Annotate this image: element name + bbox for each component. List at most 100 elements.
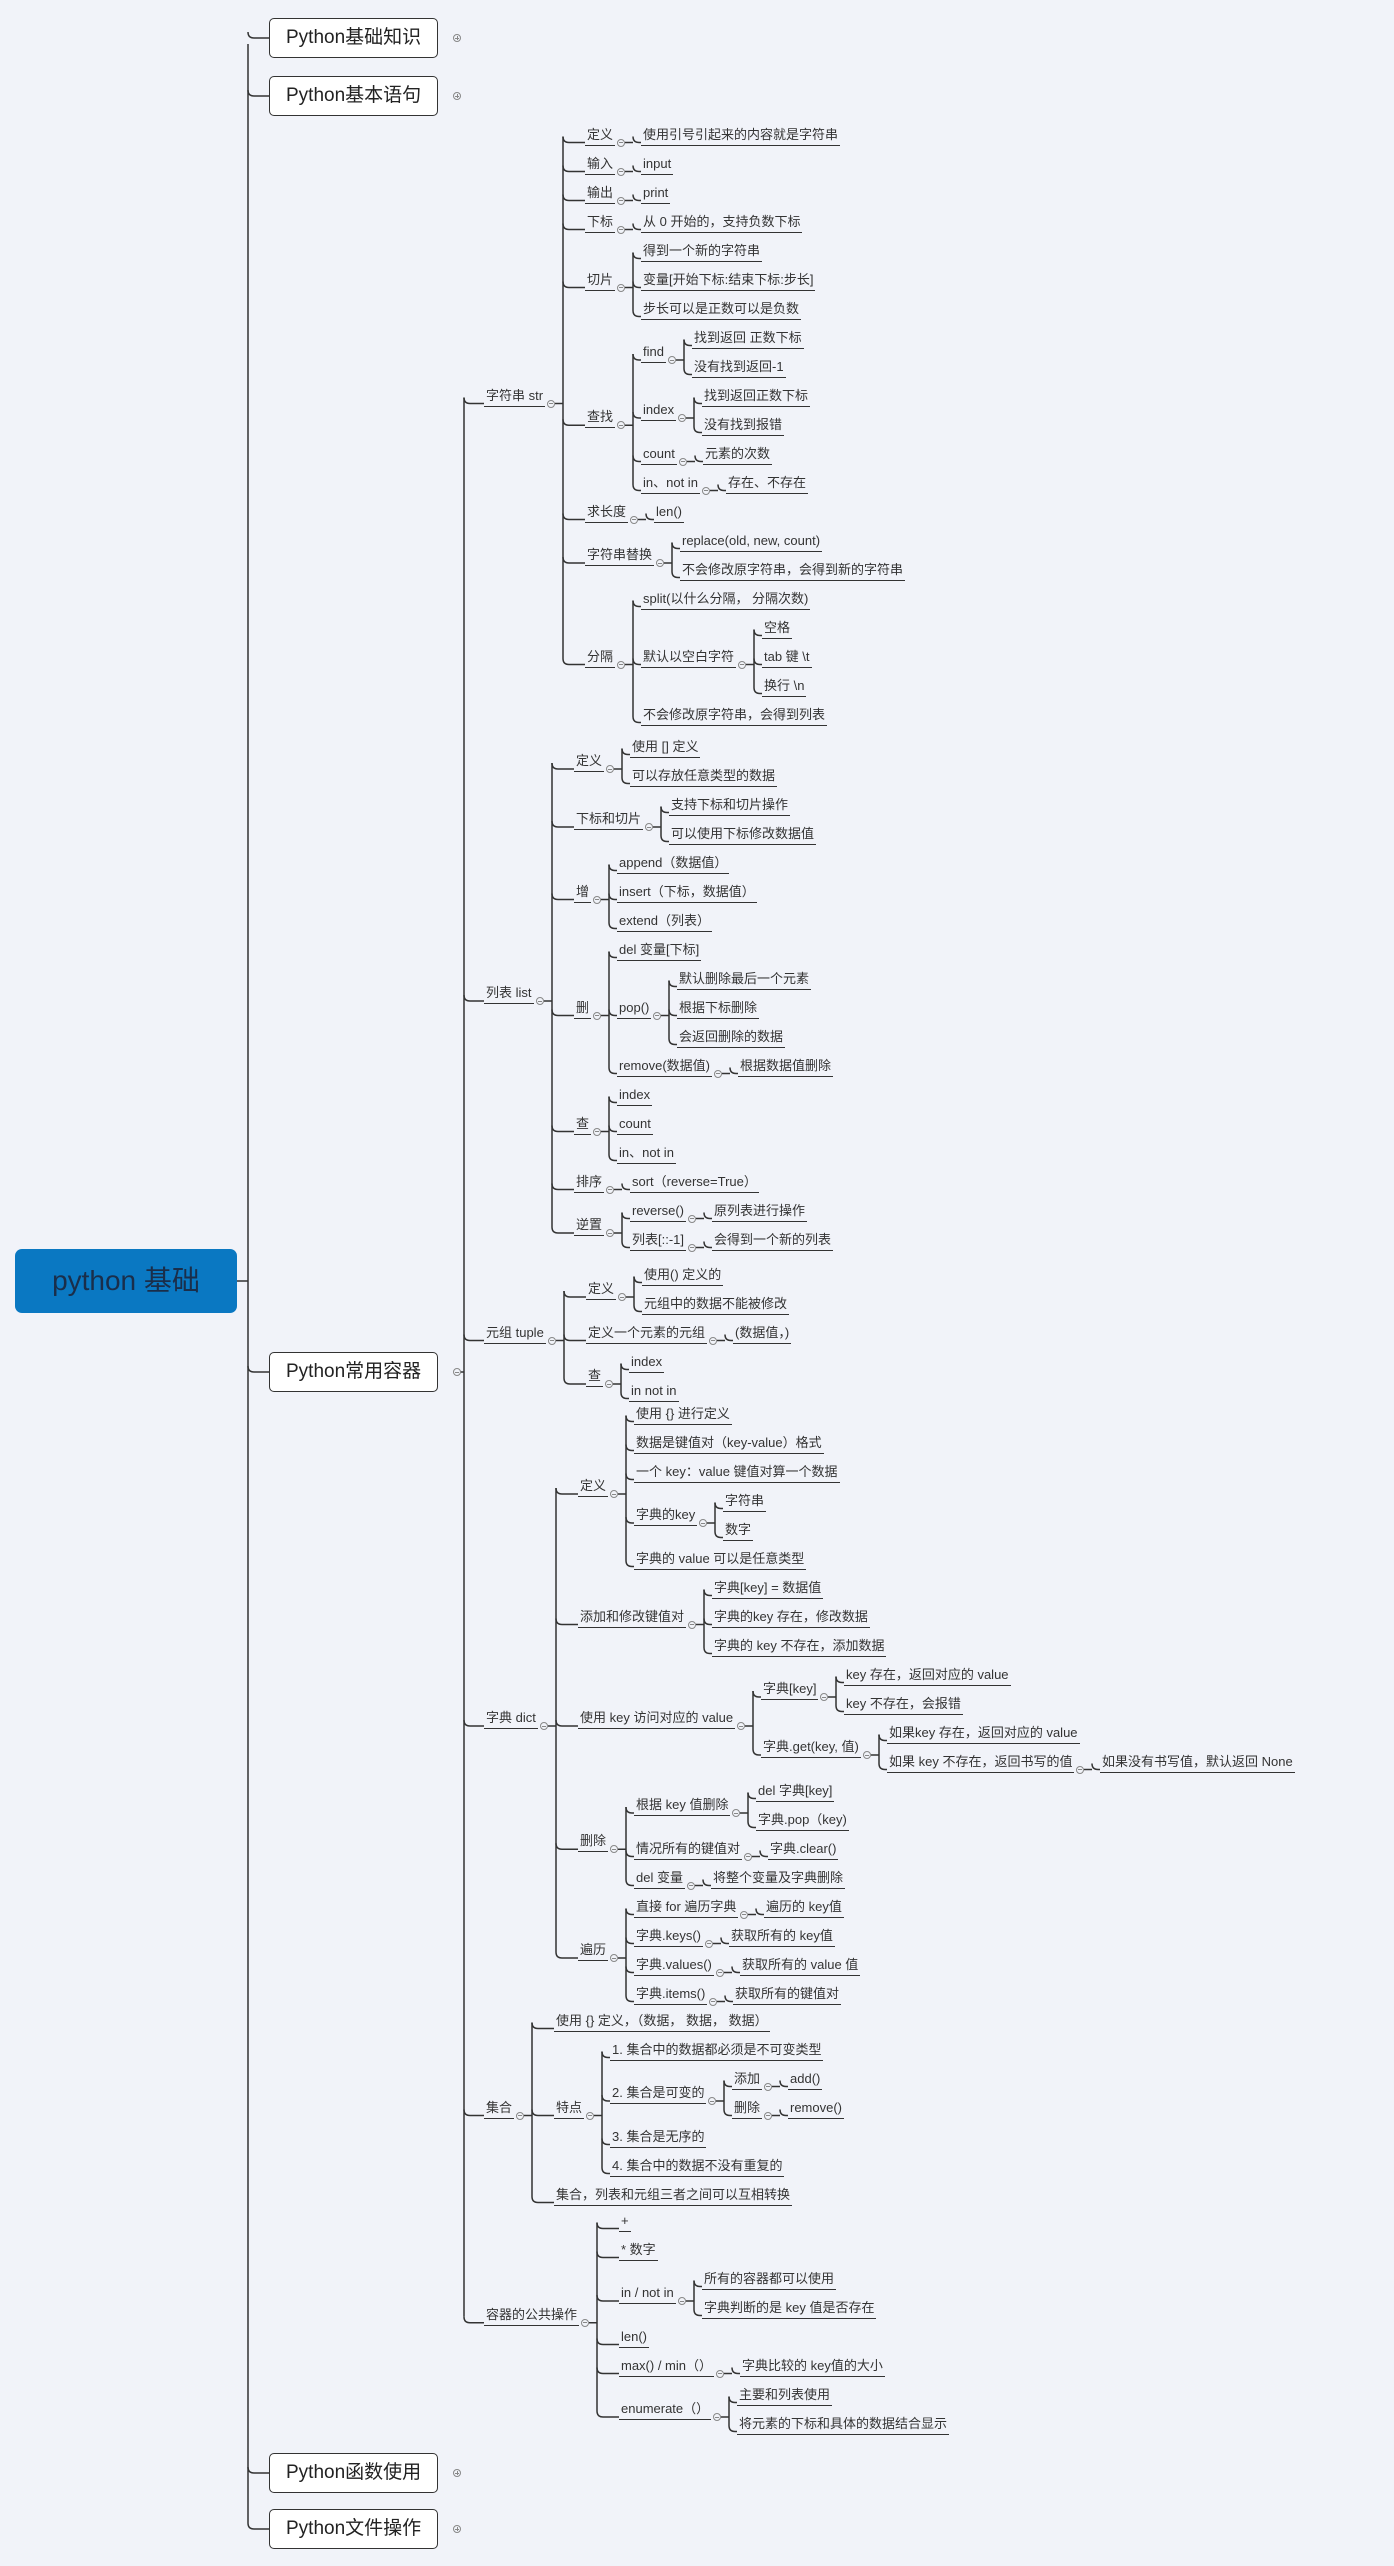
topic-node[interactable]: add() [788,2071,823,2090]
expand-icon[interactable] [453,2469,461,2477]
topic-node[interactable]: index [629,1354,665,1373]
topic-node[interactable]: sort（reverse=True） [630,1174,759,1193]
topic-node[interactable]: extend（列表） [617,913,713,932]
branch-python-containers[interactable]: Python常用容器 [269,1352,439,1392]
collapse-icon[interactable] [716,1968,724,1977]
collapse-icon[interactable] [610,1954,618,1962]
topic-node[interactable]: 字典的key 存在，修改数据 [712,1609,870,1628]
topic-node[interactable]: 查 [574,1116,592,1135]
topic-node[interactable]: 会得到一个新的列表 [712,1232,834,1251]
collapse-icon[interactable] [737,1722,745,1730]
topic-node[interactable]: 字典比较的 key值的大小 [740,2358,885,2377]
branch-python-statements[interactable]: Python基本语句 [269,76,439,116]
topic-node[interactable]: 逆置 [574,1217,605,1236]
topic-node[interactable]: insert（下标，数据值） [617,884,757,903]
collapse-icon[interactable] [610,1845,618,1854]
branch-python-files[interactable]: Python文件操作 [269,2509,439,2549]
topic-node[interactable]: 输出 [585,185,616,204]
topic-node[interactable]: 如果没有书写值，默认返回 None [1100,1754,1295,1773]
topic-node[interactable]: 定义 [585,127,616,146]
branch-python-functions[interactable]: Python函数使用 [269,2453,439,2493]
collapse-icon[interactable] [548,1336,556,1345]
collapse-icon[interactable] [688,1243,696,1252]
topic-node[interactable]: 使用引号引起来的内容就是字符串 [641,127,841,146]
collapse-icon[interactable] [617,167,625,176]
collapse-icon[interactable] [653,1011,661,1020]
topic-node[interactable]: 集合，列表和元组三者之间可以互相转换 [554,2187,793,2206]
topic-node[interactable]: 使用 [] 定义 [630,739,701,758]
topic-node[interactable]: (数据值，) [733,1325,792,1344]
topic-node[interactable]: reverse() [630,1203,687,1222]
topic-node[interactable]: 1. 集合中的数据都必须是不可变类型 [610,2042,824,2061]
collapse-icon[interactable] [764,2082,772,2091]
collapse-icon[interactable] [732,1809,740,1817]
topic-node[interactable]: 如果key 存在，返回对应的 value [887,1725,1080,1744]
topic-node[interactable]: in not in [629,1383,679,1402]
topic-node[interactable]: 遍历 [578,1942,609,1961]
topic-node[interactable]: 找到返回 正数下标 [692,330,804,349]
topic-node[interactable]: 字典[key] [761,1681,819,1700]
topic-node[interactable]: tab 键 \t [762,649,812,668]
topic-node[interactable]: 特点 [554,2100,585,2119]
topic-node[interactable]: 输入 [585,156,616,175]
topic-node[interactable]: replace(old, new, count) [680,533,823,552]
category-node[interactable]: 集合 [484,2100,515,2119]
collapse-icon[interactable] [705,1939,713,1948]
topic-node[interactable]: 字典.keys() [634,1928,704,1947]
topic-node[interactable]: pop() [617,1000,652,1019]
topic-node[interactable]: 添加 [732,2071,763,2090]
collapse-icon[interactable] [713,2413,721,2421]
topic-node[interactable]: 主要和列表使用 [737,2387,833,2406]
topic-node[interactable]: remove() [788,2100,845,2119]
collapse-icon[interactable] [453,1368,461,1376]
collapse-icon[interactable] [702,486,710,495]
topic-node[interactable]: count [617,1116,653,1135]
topic-node[interactable]: 字典.values() [634,1957,714,1976]
topic-node[interactable]: 4. 集合中的数据不没有重复的 [610,2158,785,2177]
collapse-icon[interactable] [820,1693,828,1701]
topic-node[interactable]: * 数字 [619,2242,658,2261]
topic-node[interactable]: enumerate（） [619,2401,712,2420]
topic-node[interactable]: in / not in [619,2285,676,2304]
topic-node[interactable]: 一个 key：value 键值对算一个数据 [634,1464,840,1483]
collapse-icon[interactable] [617,138,625,147]
collapse-icon[interactable] [738,660,746,669]
collapse-icon[interactable] [688,1620,696,1629]
topic-node[interactable]: 换行 \n [762,678,807,697]
expand-icon[interactable] [453,2525,461,2533]
collapse-icon[interactable] [678,2297,686,2305]
topic-node[interactable]: 原列表进行操作 [712,1203,808,1222]
topic-node[interactable]: 情况所有的键值对 [634,1841,743,1860]
topic-node[interactable]: 默认删除最后一个元素 [677,971,812,990]
topic-node[interactable]: 如果 key 不存在，返回书写的值 [887,1754,1075,1773]
topic-node[interactable]: 分隔 [585,649,616,668]
topic-node[interactable]: 根据下标删除 [677,1000,760,1019]
collapse-icon[interactable] [610,1490,618,1498]
expand-icon[interactable] [453,92,461,100]
collapse-icon[interactable] [606,765,614,773]
topic-node[interactable]: 不会修改原字符串，会得到列表 [641,707,828,726]
topic-node[interactable]: 从 0 开始的，支持负数下标 [641,214,803,233]
topic-node[interactable]: len() [654,504,685,523]
collapse-icon[interactable] [618,1293,626,1301]
topic-node[interactable]: 获取所有的 key值 [729,1928,835,1947]
topic-node[interactable]: 下标和切片 [574,811,644,830]
root-node[interactable]: python 基础 [15,1249,237,1313]
topic-node[interactable]: 元素的次数 [703,446,773,465]
topic-node[interactable]: 使用 {} 定义，（数据， 数据， 数据） [554,2013,770,2032]
category-node[interactable]: 元组 tuple [484,1325,546,1344]
collapse-icon[interactable] [656,559,664,567]
topic-node[interactable]: count [641,446,677,465]
topic-node[interactable]: 遍历的 key值 [764,1899,844,1918]
topic-node[interactable]: 存在、不存在 [726,475,809,494]
topic-node[interactable]: 字符串替换 [585,547,655,566]
topic-node[interactable]: in、not in [617,1145,676,1164]
topic-node[interactable]: remove(数据值) [617,1058,713,1077]
topic-node[interactable]: 字符串 [723,1493,767,1512]
collapse-icon[interactable] [740,1910,748,1919]
topic-node[interactable]: key 存在，返回对应的 value [844,1667,1011,1686]
category-node[interactable]: 字符串 str [484,388,546,407]
topic-node[interactable]: 定义一个元素的元组 [586,1325,708,1344]
collapse-icon[interactable] [586,2111,594,2120]
topic-node[interactable]: 3. 集合是无序的 [610,2129,707,2148]
